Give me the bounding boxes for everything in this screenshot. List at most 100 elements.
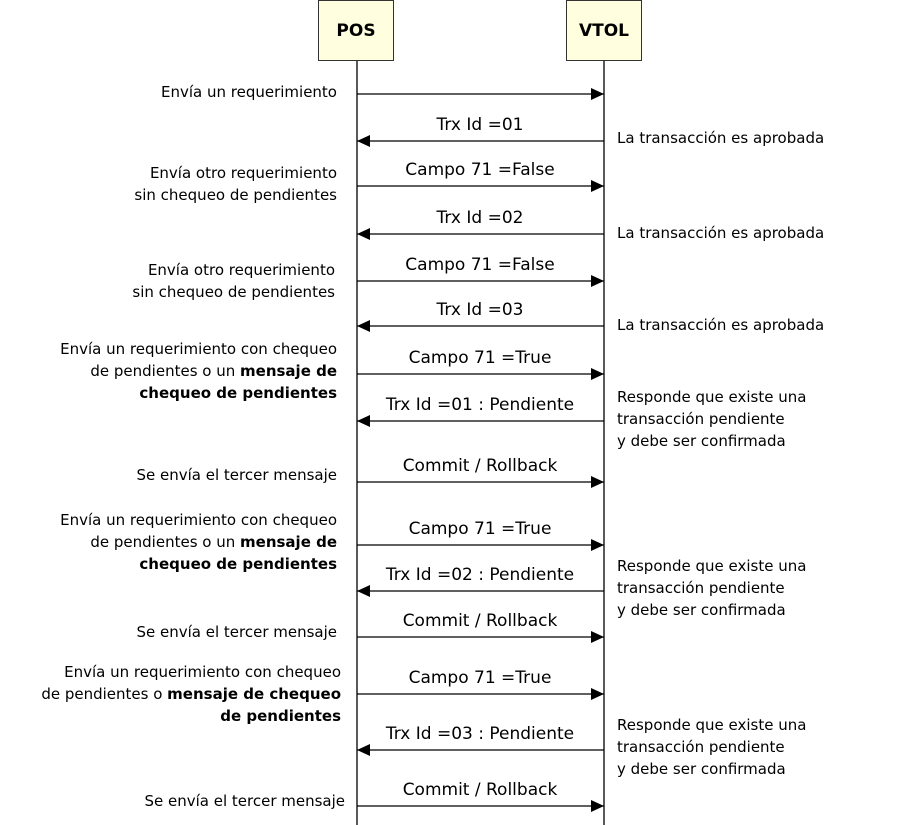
note-text: Envía un requerimiento con chequeo: [64, 663, 341, 681]
message-arrow-right: [357, 180, 604, 192]
note-line: sin chequeo de pendientes: [132, 281, 335, 303]
note-line: de pendientes o un mensaje de: [60, 531, 337, 553]
note-line: de pendientes o mensaje de chequeo: [41, 683, 341, 705]
message-arrow-left: [357, 585, 604, 597]
message-label: Commit / Rollback: [402, 456, 558, 476]
pos-note: Envía otro requerimiento sin chequeo de p…: [134, 162, 337, 206]
message-label: Trx Id =03: [436, 300, 524, 320]
note-line: Envía otro requerimiento: [134, 162, 337, 184]
pos-note: Envía un requerimiento: [161, 81, 337, 103]
note-line: chequeo de pendientes: [60, 382, 337, 404]
message-arrow-left: [357, 135, 604, 147]
note-line: Responde que existe una: [617, 388, 807, 406]
message-arrow-right: [357, 539, 604, 551]
vtol-note: Responde que existe una transacción pendi…: [617, 386, 806, 452]
note-line: transacción pendiente: [617, 410, 785, 428]
note-text: Envía un requerimiento con chequeo: [60, 511, 337, 529]
note-line: Envía un requerimiento: [161, 81, 337, 103]
vtol-note: Responde que existe una transacción pendi…: [617, 555, 806, 621]
note-text: sin chequeo de pendientes: [134, 186, 337, 204]
note-line: Envía un requerimiento con chequeo: [60, 509, 337, 531]
note-line: Se envía el tercer mensaje: [136, 464, 337, 486]
note-line: transacción pendiente: [617, 738, 785, 756]
arrowhead-icon: [357, 320, 370, 332]
note-bold-text: mensaje de: [240, 362, 337, 380]
message-label: Campo 71 =True: [408, 348, 552, 368]
message-arrow-left: [357, 744, 604, 756]
actor-vtol: VTOL: [566, 0, 642, 61]
note-line: Se envía el tercer mensaje: [136, 621, 337, 643]
message-label: Commit / Rollback: [402, 611, 558, 631]
message-label: Campo 71 =True: [408, 519, 552, 539]
note-line: de pendientes o un mensaje de: [60, 360, 337, 382]
note-line: sin chequeo de pendientes: [134, 184, 337, 206]
message-arrow-right: [357, 368, 604, 380]
note-line: y debe ser confirmada: [617, 432, 786, 450]
note-line: transacción pendiente: [617, 579, 785, 597]
vtol-note: Responde que existe una transacción pendi…: [617, 714, 806, 780]
arrowhead-icon: [591, 275, 604, 287]
message-label: Trx Id =03 : Pendiente: [385, 724, 575, 744]
note-line: La transacción es aprobada: [617, 224, 825, 242]
note-bold-text: mensaje de: [240, 533, 337, 551]
arrowhead-icon: [357, 415, 370, 427]
pos-note: Envía un requerimiento con chequeo de pen…: [60, 338, 337, 404]
vtol-note: La transacción es aprobada: [617, 222, 824, 244]
message-arrow-right: [357, 631, 604, 643]
pos-note: Envía otro requerimiento sin chequeo de p…: [132, 259, 335, 303]
note-text: Se envía el tercer mensaje: [136, 623, 337, 641]
arrowhead-icon: [357, 585, 370, 597]
arrowhead-icon: [591, 88, 604, 100]
message-label: Trx Id =02: [436, 208, 524, 228]
message-arrow-right: [357, 688, 604, 700]
pos-note: Se envía el tercer mensaje: [136, 621, 337, 643]
note-text: Envía un requerimiento: [160, 83, 337, 101]
note-line: La transacción es aprobada: [617, 129, 825, 147]
message-arrow-right: [357, 476, 604, 488]
message-label: Commit / Rollback: [402, 780, 558, 800]
vtol-note: La transacción es aprobada: [617, 314, 824, 336]
note-line: Envía un requerimiento con chequeo: [41, 661, 341, 683]
note-text: sin chequeo de pendientes: [132, 283, 335, 301]
arrowhead-icon: [591, 180, 604, 192]
note-line: Se envía el tercer mensaje: [144, 790, 345, 812]
note-text: Envía otro requerimiento: [149, 164, 337, 182]
message-label: Trx Id =02 : Pendiente: [385, 565, 575, 585]
message-label: Campo 71 =True: [408, 668, 552, 688]
pos-note: Envía un requerimiento con chequeo de pen…: [41, 661, 341, 727]
note-text: de pendientes o un: [90, 533, 241, 551]
message-arrow-right: [357, 800, 604, 812]
message-arrow-left: [357, 415, 604, 427]
note-line: La transacción es aprobada: [617, 316, 825, 334]
note-text: de pendientes o: [41, 685, 168, 703]
pos-note: Envía un requerimiento con chequeo de pen…: [60, 509, 337, 575]
note-line: y debe ser confirmada: [617, 760, 786, 778]
note-line: de pendientes: [41, 705, 341, 727]
arrowhead-icon: [357, 135, 370, 147]
note-line: Envía otro requerimiento: [132, 259, 335, 281]
message-arrow-left: [357, 228, 604, 240]
arrowhead-icon: [591, 800, 604, 812]
message-arrow-right: [357, 275, 604, 287]
note-bold-text: chequeo de pendientes: [139, 555, 337, 573]
message-label: Campo 71 =False: [405, 160, 555, 180]
note-line: chequeo de pendientes: [60, 553, 337, 575]
vtol-note: La transacción es aprobada: [617, 127, 824, 149]
arrowhead-icon: [357, 228, 370, 240]
arrowhead-icon: [591, 631, 604, 643]
message-label: Trx Id =01 : Pendiente: [385, 395, 575, 415]
note-bold-text: de pendientes: [220, 707, 341, 725]
pos-note: Se envía el tercer mensaje: [144, 790, 345, 812]
actor-pos: POS: [318, 0, 394, 61]
note-text: Envía otro requerimiento: [147, 261, 335, 279]
arrowhead-icon: [591, 476, 604, 488]
note-text: de pendientes o un: [90, 362, 241, 380]
note-line: Responde que existe una: [617, 557, 807, 575]
arrowhead-icon: [591, 688, 604, 700]
note-bold-text: chequeo de pendientes: [139, 384, 337, 402]
note-text: Envía un requerimiento con chequeo: [60, 340, 337, 358]
note-line: Responde que existe una: [617, 716, 807, 734]
message-label: Trx Id =01: [436, 115, 524, 135]
